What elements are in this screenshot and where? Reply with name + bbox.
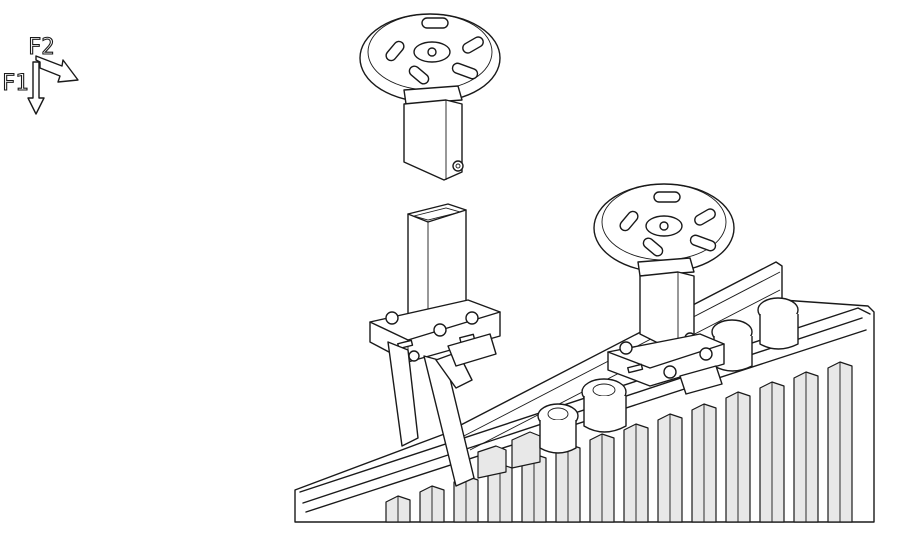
axis-label-f1: F1 — [2, 71, 29, 96]
left-bracket — [369, 203, 501, 487]
right-bracket — [593, 183, 735, 395]
axis-triad-icon: F1 F2 — [1, 34, 79, 115]
axis-label-f2: F2 — [28, 35, 55, 60]
left-cap — [359, 13, 501, 181]
